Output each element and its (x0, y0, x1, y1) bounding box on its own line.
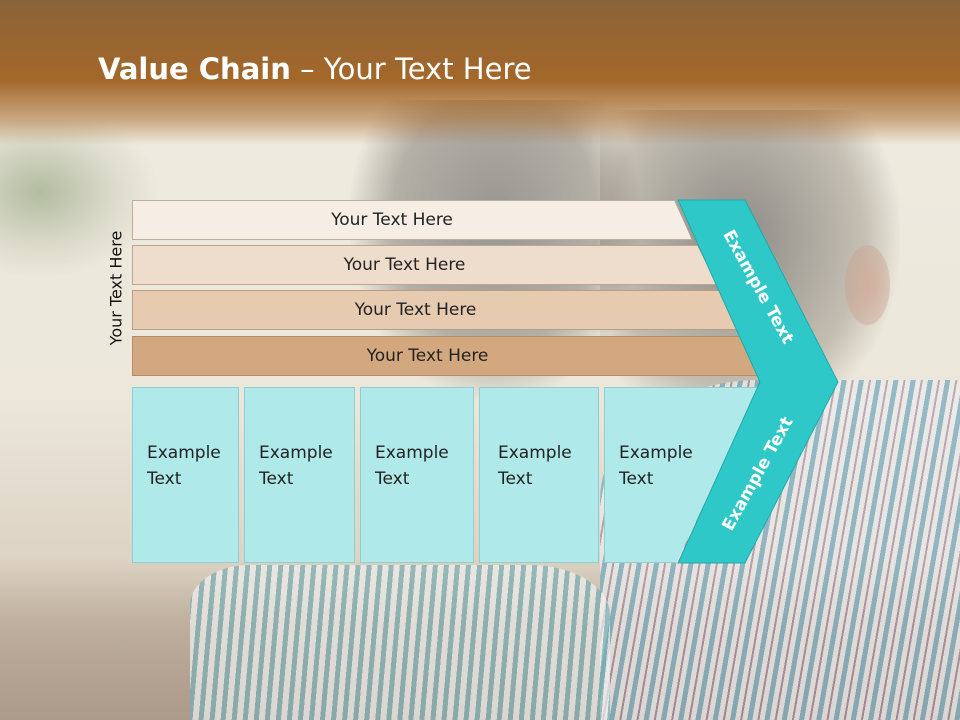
band-2-label: Your Text Here (343, 255, 466, 275)
band-1-label: Your Text Here (331, 210, 453, 230)
column-4-line1: Example (498, 443, 572, 463)
band-4-label: Your Text Here (366, 346, 489, 366)
band-1: Your Text Here (132, 200, 692, 240)
band-3-label: Your Text Here (354, 300, 477, 320)
band-4: Your Text Here (132, 336, 763, 376)
background-ear (845, 245, 890, 325)
background-shirt-left (190, 565, 610, 720)
column-3-line2: Text (375, 469, 410, 489)
slide-title-bold: Value Chain (98, 52, 291, 86)
chevron-shape (677, 199, 839, 564)
column-5-line2: Text (619, 469, 654, 489)
band-3: Your Text Here (132, 290, 739, 330)
title-band (0, 0, 960, 145)
column-1-line2: Text (147, 469, 182, 489)
slide-title: Value Chain – Your Text Here (98, 52, 532, 86)
column-3-line1: Example (375, 443, 449, 463)
column-4-line2: Text (498, 469, 533, 489)
slide-title-rest: – Your Text Here (290, 52, 532, 86)
column-5-line1: Example (619, 443, 693, 463)
column-1-line1: Example (147, 443, 221, 463)
column-2-line1: Example (259, 443, 333, 463)
column-2-line2: Text (259, 469, 294, 489)
band-2: Your Text Here (132, 245, 717, 285)
